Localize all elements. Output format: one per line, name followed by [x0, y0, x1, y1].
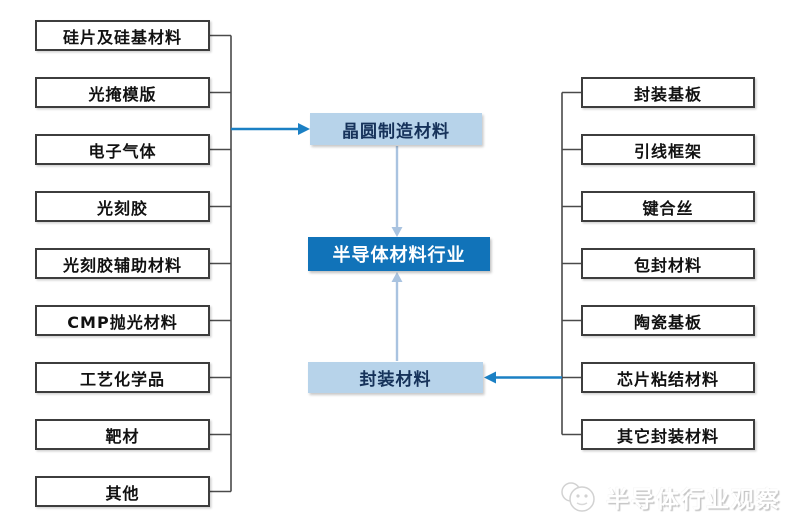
right-tree-connectors	[561, 91, 581, 436]
left-tree-connectors	[210, 34, 232, 493]
wafer-to-industry-arrow	[391, 146, 403, 237]
watermark: 半导体行业观察	[559, 480, 781, 514]
watermark-text: 半导体行业观察	[606, 487, 781, 513]
node-semiconductor-materials-industry: 半导体材料行业	[308, 237, 490, 271]
node-cmp-polishing: CMP抛光材料	[35, 305, 210, 336]
node-sputtering-targets: 靶材	[35, 419, 210, 450]
wechat-account-logo-icon	[561, 482, 595, 512]
node-die-attach-materials: 芯片粘结材料	[581, 362, 755, 393]
node-other-packaging-materials: 其它封装材料	[581, 419, 755, 450]
node-lead-frame: 引线框架	[581, 134, 755, 165]
left-to-wafer-arrow	[231, 123, 310, 135]
node-encapsulation-materials: 包封材料	[581, 248, 755, 279]
node-others: 其他	[35, 476, 210, 507]
node-photoresist: 光刻胶	[35, 191, 210, 222]
node-packaging-materials: 封装材料	[308, 362, 483, 393]
node-silicon-materials: 硅片及硅基材料	[35, 20, 210, 51]
packaging-to-industry-arrow	[391, 272, 403, 361]
node-photomask: 光掩模版	[35, 77, 210, 108]
node-wafer-fab-materials: 晶圆制造材料	[310, 113, 482, 145]
node-electronic-gases: 电子气体	[35, 134, 210, 165]
node-process-chemicals: 工艺化学品	[35, 362, 210, 393]
right-to-packaging-arrow	[484, 371, 562, 384]
node-ceramic-substrate: 陶瓷基板	[581, 305, 755, 336]
node-package-substrate: 封装基板	[581, 77, 755, 108]
node-bonding-wire: 键合丝	[581, 191, 755, 222]
node-photoresist-auxiliary: 光刻胶辅助材料	[35, 248, 210, 279]
